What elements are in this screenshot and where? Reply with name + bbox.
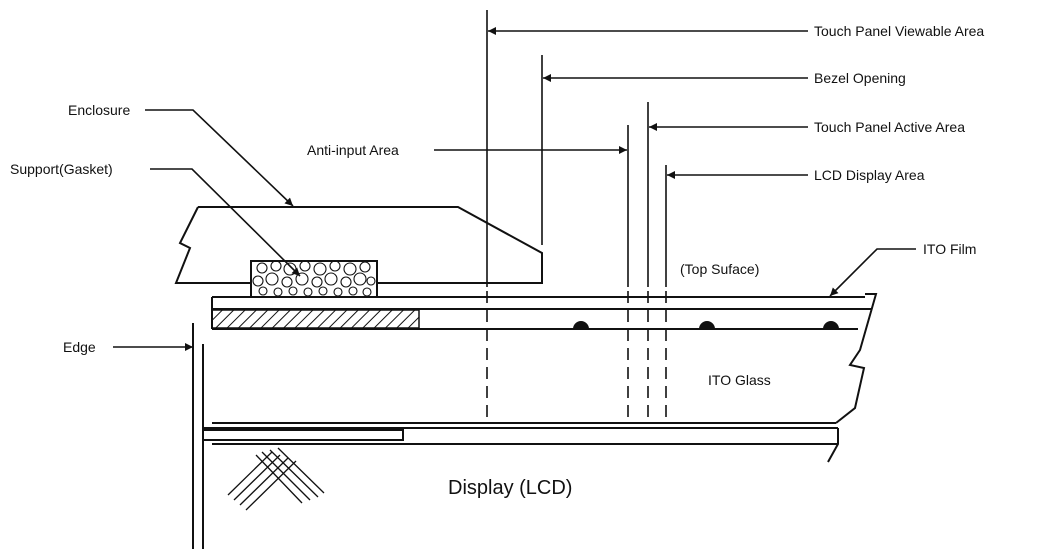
label-lcd-display-area: LCD Display Area [814,167,925,183]
label-bezel-opening: Bezel Opening [814,70,906,86]
gasket-texture [252,260,376,297]
label-support-gasket: Support(Gasket) [10,161,113,177]
support-gasket-leader [150,168,301,277]
label-edge: Edge [63,339,96,355]
spacer-dot [699,321,715,329]
label-display-lcd: Display (LCD) [448,477,572,499]
enclosure-leader [145,109,294,207]
label-ito-glass: ITO Glass [708,372,771,388]
spacer-dot [823,321,839,329]
lcd-top-line [203,427,839,463]
adhesive-hatch [211,309,420,329]
label-touch-panel-active-area: Touch Panel Active Area [814,119,965,135]
ito-film-layer [211,296,872,330]
lcd-crosshatch [227,447,325,511]
label-anti-input-area: Anti-input Area [307,142,399,158]
label-top-surface: (Top Suface) [680,261,759,277]
label-touch-panel-viewable-area: Touch Panel Viewable Area [814,23,984,39]
label-ito-film: ITO Film [923,241,976,257]
ito-film-leader [829,248,916,297]
spacer-dot [573,321,589,329]
label-enclosure: Enclosure [68,102,130,118]
panel-break-right [835,293,878,424]
edge-frame [192,323,404,549]
